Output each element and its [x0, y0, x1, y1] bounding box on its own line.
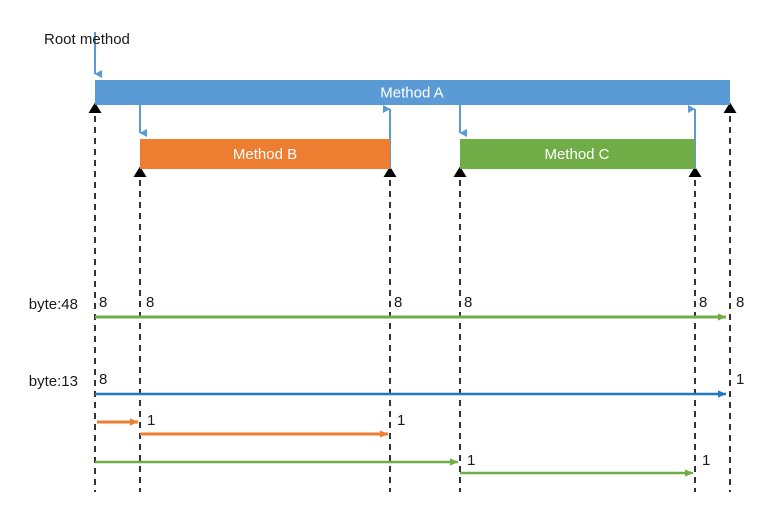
orange-tick-1: 1	[397, 412, 405, 429]
orange-calls-track: 1 1	[97, 412, 405, 438]
method-a-rect[interactable]	[95, 80, 730, 105]
method-a-label: Method A	[380, 84, 443, 101]
byte-13-tick-0: 8	[99, 371, 107, 388]
byte-48-tick-0: 8	[99, 294, 107, 311]
byte-48-tick-2: 8	[394, 294, 402, 311]
return-arrowhead-t1	[133, 166, 147, 177]
row-label-byte-48: byte:48	[29, 296, 78, 313]
green-calls-track: 1 1	[95, 452, 710, 477]
return-arrowhead-t4	[688, 166, 702, 177]
byte-13-track: 8 1	[95, 371, 744, 398]
byte-48-track: 8 8 8 8 8 8	[95, 294, 744, 321]
method-b-rect[interactable]	[140, 139, 390, 169]
return-arrowhead-t0	[88, 102, 102, 113]
return-arrowhead-t2	[383, 166, 397, 177]
byte-48-tick-5: 8	[736, 294, 744, 311]
method-c-rect[interactable]	[460, 139, 695, 169]
byte-48-tick-4: 8	[699, 294, 707, 311]
green-tick-0: 1	[467, 452, 475, 469]
green-tick-1: 1	[702, 452, 710, 469]
byte-48-tick-1: 8	[146, 294, 154, 311]
byte-48-tick-3: 8	[464, 294, 472, 311]
orange-tick-0: 1	[147, 412, 155, 429]
method-b-bar[interactable]: Method B	[140, 139, 390, 169]
return-arrowhead-t3	[453, 166, 467, 177]
method-c-bar[interactable]: Method C	[460, 139, 695, 169]
method-c-label: Method C	[544, 146, 609, 163]
return-arrowheads-group	[88, 102, 737, 177]
byte-13-tick-1: 1	[736, 371, 744, 388]
lifelines-group	[94, 105, 731, 492]
method-a-bar[interactable]: Method A	[95, 80, 730, 105]
row-label-byte-13: byte:13	[29, 373, 78, 390]
root-method-callout-label: Root method	[44, 31, 130, 48]
return-arrowhead-t5	[723, 102, 737, 113]
method-b-label: Method B	[233, 146, 297, 163]
